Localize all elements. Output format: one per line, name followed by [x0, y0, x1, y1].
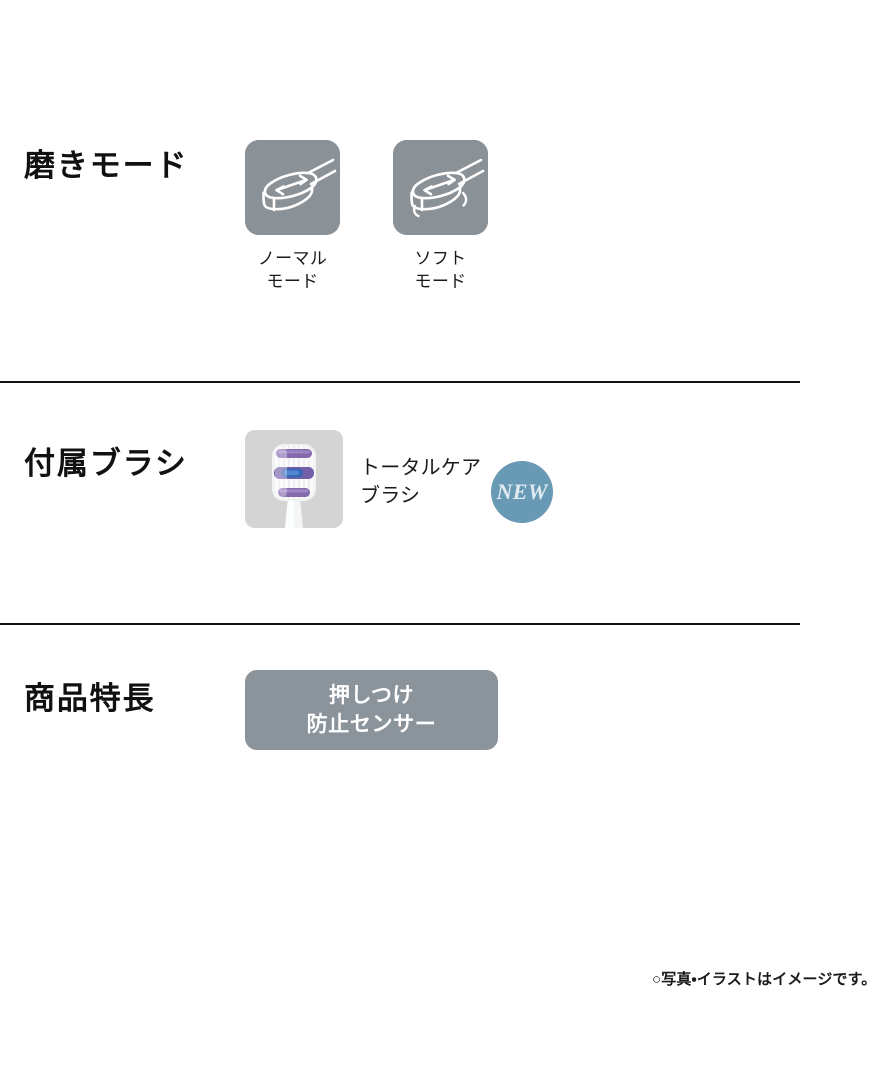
new-badge-label: NEW [496, 479, 548, 504]
section-title-included-brush: 付属ブラシ [24, 446, 188, 481]
section-divider [0, 381, 800, 383]
section-title-brushing-mode: 磨きモード [24, 148, 189, 183]
section-included-brush: 付属ブラシ [0, 400, 888, 620]
feature-badge-pressure-sensor: 押しつけ 防止センサー [245, 670, 498, 750]
footnote-disclaimer: ○写真・イラストはイメージです。 [652, 971, 877, 988]
section-title-product-features: 商品特長 [24, 681, 156, 716]
included-brush-list: トータルケア ブラシ NEW [245, 430, 554, 528]
brushing-mode-label: ソフト モード [414, 249, 467, 292]
feature-badge-label: 押しつけ 防止センサー [306, 683, 437, 736]
section-brushing-mode: 磨きモード [0, 120, 888, 370]
new-badge: NEW [491, 461, 554, 523]
brushing-mode-label: ノーマル モード [257, 249, 328, 292]
brushing-mode-item-normal: ノーマル モード [245, 140, 340, 294]
toothbrush-head-photo [245, 430, 343, 528]
brush-head-soft-vibration-icon [393, 140, 488, 235]
brush-head-oscillation-icon [245, 140, 340, 235]
section-divider [0, 623, 800, 625]
included-brush-name: トータルケア ブラシ [360, 457, 482, 508]
section-product-features: 商品特長 押しつけ 防止センサー [0, 645, 888, 825]
brushing-mode-list: ノーマル モード [245, 140, 488, 294]
brushing-mode-item-soft: ソフト モード [393, 140, 488, 294]
